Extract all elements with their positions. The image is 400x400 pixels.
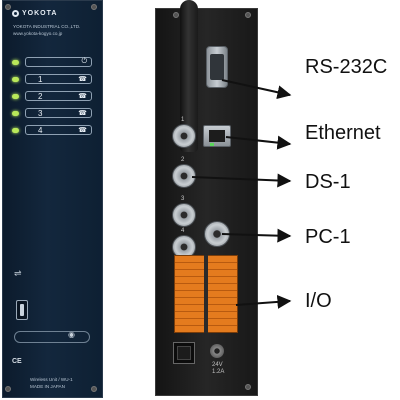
rs232c-label: RS-232C <box>305 56 388 78</box>
front-screw-icon <box>91 4 97 10</box>
ethernet-arrow <box>225 135 292 150</box>
port-number: 1 <box>181 117 185 123</box>
front-screw-icon <box>5 4 11 10</box>
rs232c-connector-pins <box>210 54 224 80</box>
status-led-row: ⏻ <box>12 56 92 68</box>
rear-screw-icon <box>245 384 251 390</box>
terminal-divider <box>204 255 208 333</box>
model-text: Wireless Unit / WU-1 <box>30 377 73 382</box>
usb-port <box>16 300 28 320</box>
channel-indicator-box: 1 ☎ <box>25 74 92 84</box>
led-icon <box>12 59 19 65</box>
yokota-logo-icon <box>12 10 19 17</box>
handset-icon: ☎ <box>78 127 87 134</box>
ethernet-port-socket <box>209 130 225 142</box>
pc1-label: PC-1 <box>305 226 351 248</box>
channel-indicator-box: 3 ☎ <box>25 108 92 118</box>
power-symbol-icon: ⏻ <box>81 58 87 65</box>
rear-screw-icon <box>245 12 251 18</box>
rear-screw-icon <box>173 12 179 18</box>
connector-port-2 <box>172 164 196 188</box>
ds1-label: DS-1 <box>305 171 351 193</box>
brand-name: YOKOTA <box>22 10 58 17</box>
handset-icon: ☎ <box>78 110 87 117</box>
channel-led-row: 4 ☎ <box>12 124 92 136</box>
usb-symbol-icon: ⇌ <box>14 268 22 278</box>
ce-mark: CE <box>12 358 22 365</box>
power-current: 1.2A <box>212 369 225 375</box>
connector-port-3 <box>172 203 196 227</box>
power-voltage: 24V <box>212 362 223 368</box>
port-number: 2 <box>181 157 185 163</box>
company-website: www.yokota-kogyo.co.jp <box>13 31 63 36</box>
company-name: YOKOTA INDUSTRIAL CO.,LTD. <box>13 24 81 29</box>
channel-number: 3 <box>38 108 43 118</box>
port-number: 3 <box>181 196 185 202</box>
origin-text: MADE IN JAPAN <box>30 384 65 389</box>
handset-icon: ☎ <box>78 93 87 100</box>
infrared-window <box>14 331 90 343</box>
power-switch-rocker <box>177 346 191 360</box>
wireless-icon: ◉ <box>68 330 75 339</box>
channel-number: 2 <box>38 91 43 101</box>
brand-logo: YOKOTA <box>12 10 92 17</box>
channel-led-row: 1 ☎ <box>12 73 92 85</box>
io-label: I/O <box>305 290 332 312</box>
channel-indicator-box: 2 ☎ <box>25 91 92 101</box>
led-icon <box>12 110 19 116</box>
status-indicator-box: ⏻ <box>25 57 92 67</box>
ethernet-led-icon <box>210 143 214 146</box>
ds1-arrow <box>191 173 292 188</box>
ethernet-label: Ethernet <box>305 122 381 144</box>
led-icon <box>12 93 19 99</box>
port-number: 4 <box>181 228 185 234</box>
dc-power-jack <box>210 344 224 358</box>
pc1-arrow <box>221 228 292 243</box>
io-arrow <box>235 294 292 309</box>
handset-icon: ☎ <box>78 76 87 83</box>
channel-number: 4 <box>38 125 43 135</box>
rs232c-arrow <box>221 79 292 100</box>
channel-led-row: 3 ☎ <box>12 107 92 119</box>
antenna <box>180 0 198 152</box>
led-icon <box>12 127 19 133</box>
channel-number: 1 <box>38 74 43 84</box>
front-screw-icon <box>5 386 11 392</box>
led-icon <box>12 76 19 82</box>
connector-port-1 <box>172 124 196 148</box>
channel-led-row: 2 ☎ <box>12 90 92 102</box>
front-screw-icon <box>91 386 97 392</box>
channel-indicator-box: 4 ☎ <box>25 125 92 135</box>
